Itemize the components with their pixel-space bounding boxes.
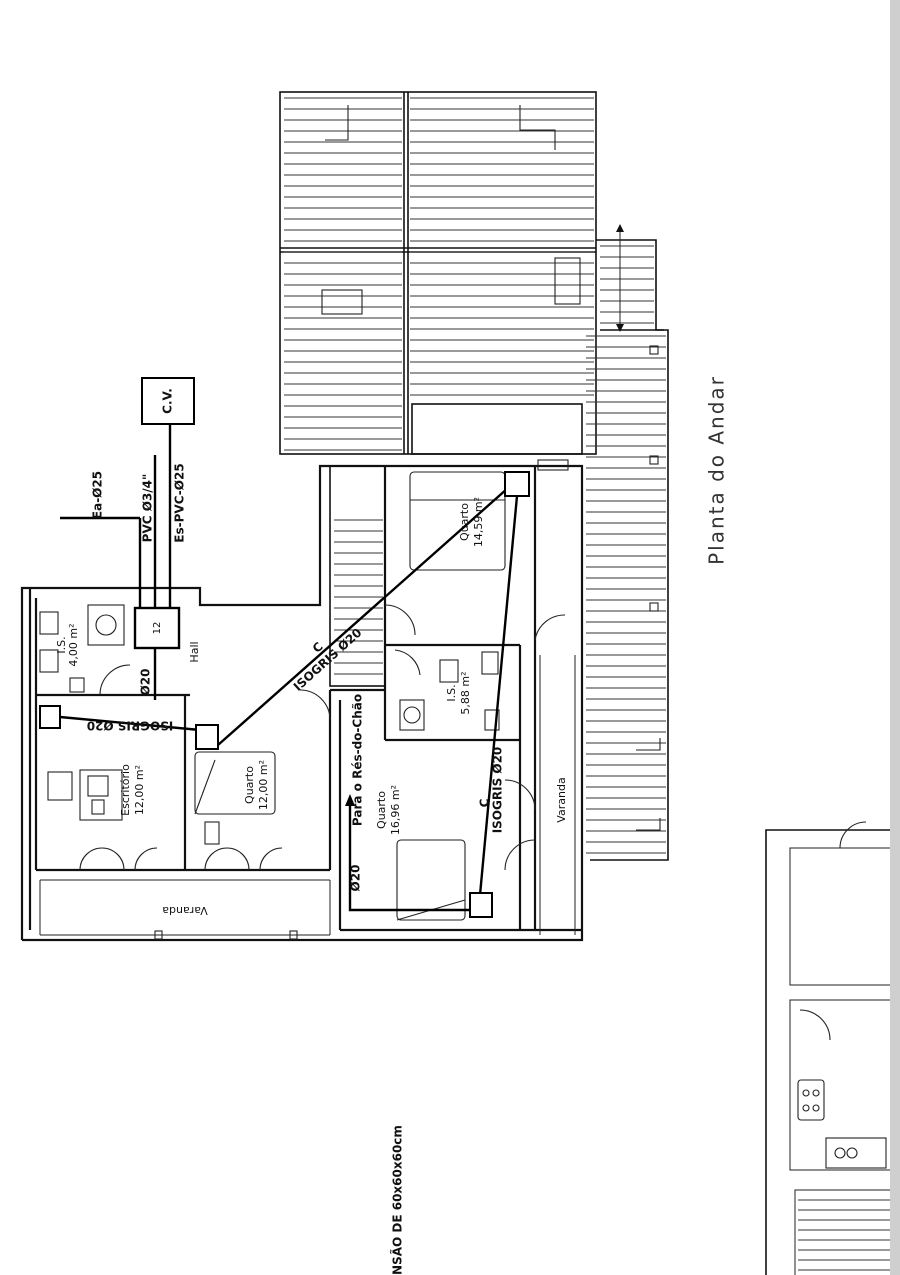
escritorio-area: 12,00 m²	[133, 765, 146, 815]
quarto1-name: Quarto	[243, 766, 256, 804]
room-labels: I.S. 4,00 m² Hall Escritório 12,00 m² Qu…	[55, 497, 568, 917]
cv-box-label: C.V.	[161, 388, 175, 414]
is-small-name: I.S.	[55, 636, 68, 653]
d20-hall-label: Ø20	[139, 669, 153, 696]
isogris-left-label: ISOGRIS Ø20	[87, 719, 174, 733]
is2-area: 5,88 m²	[459, 671, 472, 714]
quarto3-area: 16,96 m²	[389, 785, 402, 835]
gas-pipes: C.V.	[39, 377, 530, 918]
isogris-right-label: ISOGRIS Ø20	[491, 747, 505, 834]
c-right-label: C	[478, 798, 492, 807]
d20-down-label: Ø20	[349, 865, 363, 892]
footer-note: NSÃO DE 60x60x60cm	[390, 1125, 405, 1275]
pvc-pipe-label: PVC Ø3/4"	[141, 474, 155, 543]
varanda-bottom-label: Varanda	[162, 904, 207, 917]
floor-walls	[20, 459, 584, 942]
drawing-title: Planta do Andar	[705, 375, 729, 565]
ground-floor-partial	[765, 821, 892, 1275]
quarto2-name: Quarto	[458, 503, 471, 541]
scan-edge	[890, 0, 900, 1275]
isogris-main-label: ISOGRIS Ø20	[291, 625, 365, 693]
is-small-area: 4,00 m²	[67, 623, 80, 666]
hall-label: Hall	[188, 641, 201, 662]
quarto2-area: 14,59 m²	[472, 497, 485, 547]
escritorio-name: Escritório	[119, 764, 132, 816]
varanda-right-label: Varanda	[555, 777, 568, 822]
quarto1-area: 12,00 m²	[257, 760, 270, 810]
ea-pipe-label: Ea-Ø25	[91, 471, 105, 519]
is2-name: I.S.	[445, 684, 458, 701]
roof-plan	[279, 91, 669, 861]
quarto3-name: Quarto	[375, 791, 388, 829]
para-res-label: Para o Rés-do-Chão	[351, 694, 365, 826]
valve-12-label: 12	[152, 622, 163, 635]
es-pipe-label: Es-PVC-Ø25	[173, 463, 187, 542]
